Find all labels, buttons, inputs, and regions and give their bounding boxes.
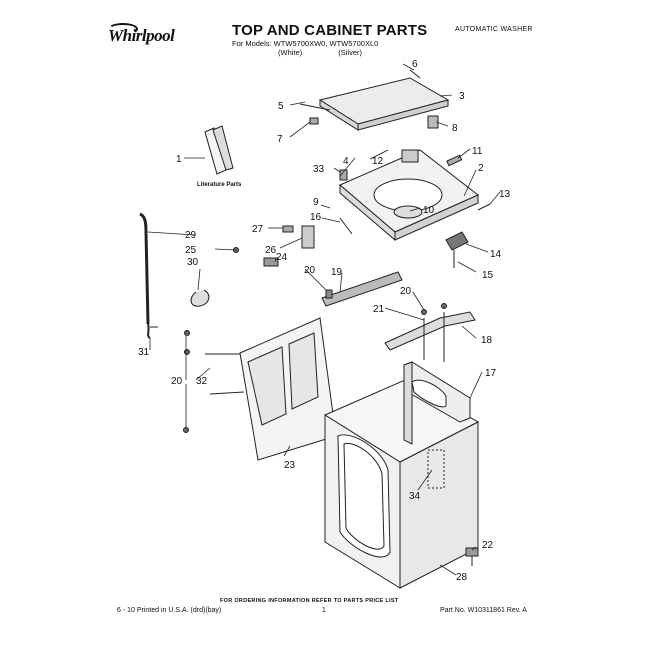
callout-18: 18: [481, 335, 493, 346]
callout-17: 17: [485, 368, 497, 379]
front-brace-part: [321, 271, 403, 307]
whirlpool-logo: Whirlpool: [108, 23, 192, 50]
lid-part: [318, 69, 450, 131]
drain-hose-part: [139, 212, 151, 339]
variant-white: (White): [278, 48, 303, 57]
cabinet-part: [323, 379, 480, 589]
page-title: TOP AND CABINET PARTS: [232, 22, 428, 39]
literature-parts-label: Literature Parts: [197, 182, 242, 188]
callout-33: 33: [313, 164, 325, 175]
callout-34: 34: [409, 491, 421, 502]
variant-silver: (Silver): [338, 48, 363, 57]
callout-15: 15: [482, 270, 494, 281]
callout-10: 10: [423, 205, 435, 216]
callout-12: 12: [372, 156, 384, 167]
callout-14: 14: [490, 249, 502, 260]
callout-3: 3: [459, 91, 465, 102]
product-category: AUTOMATIC WASHER: [455, 26, 533, 33]
callout-9: 9: [313, 197, 319, 208]
callout-7: 7: [277, 134, 283, 145]
rear-fasteners: [150, 326, 190, 433]
callout-26: 26: [265, 245, 277, 256]
callout-6: 6: [412, 59, 418, 70]
callout-16: 16: [310, 212, 322, 223]
lid-hinge-parts: [299, 103, 439, 129]
models-line: For Models: WTW5700XW0, WTW5700XL0: [232, 39, 379, 48]
callout-24: 24: [276, 252, 288, 263]
callout-29: 29: [185, 230, 197, 241]
ordering-note: FOR ORDERING INFORMATION REFER TO PARTS …: [220, 598, 399, 604]
callout-2: 2: [478, 163, 484, 174]
callout-11: 11: [472, 146, 483, 157]
callout-27: 27: [252, 224, 264, 235]
part-number: Part No. W10311861 Rev. A: [440, 607, 527, 614]
hinge-bracket-parts: [233, 225, 315, 267]
logo-swoosh-icon: [108, 23, 138, 35]
callout-31: 31: [138, 347, 150, 358]
model-variants: (White) (Silver): [278, 48, 396, 57]
callout-22: 22: [482, 540, 494, 551]
callout-8: 8: [452, 123, 458, 134]
callout-28: 28: [456, 572, 468, 583]
callout-25: 25: [185, 245, 197, 256]
callout-19: 19: [331, 267, 343, 278]
rear-panel-part: [205, 317, 337, 461]
callout-5: 5: [278, 101, 284, 112]
hose-clamp-part: [190, 289, 210, 307]
callout-leader-lines: [147, 63, 501, 576]
callout-1: 1: [176, 154, 182, 165]
callout-21: 21: [373, 304, 385, 315]
print-info: 6 - 10 Printed in U.S.A. (drd)(bay): [117, 607, 222, 614]
top-panel-part: [339, 149, 479, 242]
callout-32: 32: [196, 376, 208, 387]
page-number: 1: [322, 607, 326, 614]
callout-13: 13: [499, 189, 511, 200]
literature-parts-icon: [204, 125, 234, 175]
callout-30: 30: [187, 257, 199, 268]
callout-20-left: 20: [171, 376, 183, 387]
callout-23: 23: [284, 460, 296, 471]
side-panel-part: [403, 361, 471, 445]
callout-4: 4: [343, 156, 349, 167]
side-brace-parts: [384, 303, 476, 362]
callout-20-center: 20: [304, 265, 316, 276]
leveling-leg-part: [465, 547, 479, 566]
callout-20-right: 20: [400, 286, 412, 297]
